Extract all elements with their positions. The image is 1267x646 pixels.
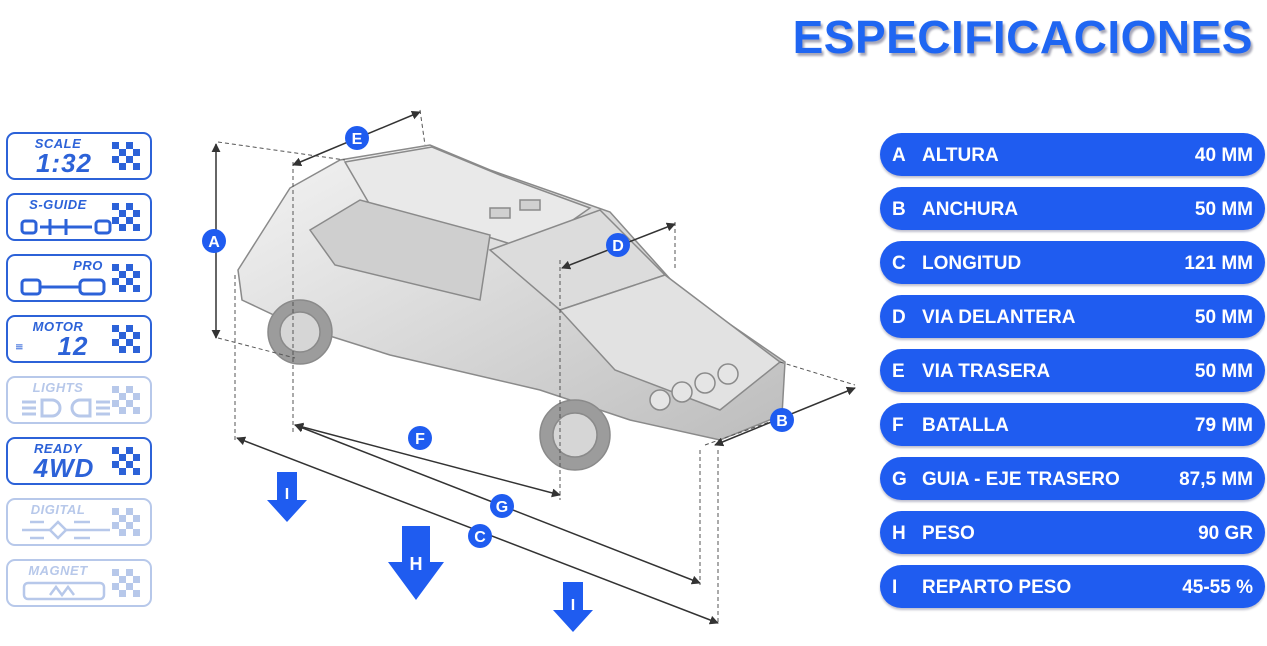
spec-letter: G: [892, 469, 907, 490]
badge-motor: MOTOR 12: [6, 315, 152, 363]
marker-g: G: [490, 494, 514, 518]
svg-text:B: B: [776, 413, 788, 430]
spec-row-a: A ALTURA 40 MM: [880, 133, 1265, 176]
spec-value: 121 MM: [1184, 253, 1253, 274]
spec-value: 90 GR: [1198, 523, 1253, 544]
badge-s-guide: S-GUIDE: [6, 193, 152, 241]
badge-label: DIGITAL: [30, 502, 86, 517]
spec-letter: C: [892, 253, 906, 274]
motor-pro-icon: [20, 278, 106, 296]
badge-label: LIGHTS: [32, 380, 84, 395]
spec-label: GUIA - EJE TRASERO: [922, 469, 1120, 490]
spec-row-b: B ANCHURA 50 MM: [880, 187, 1265, 230]
marker-a: A: [202, 229, 226, 253]
spec-letter: I: [892, 577, 898, 598]
page-title: ESPECIFICACIONES: [792, 11, 1253, 63]
spec-label: LONGITUD: [922, 253, 1022, 274]
spec-value: 87,5 MM: [1179, 469, 1253, 490]
badge-label: S-GUIDE: [29, 197, 87, 212]
spec-row-f: F BATALLA 79 MM: [880, 403, 1265, 446]
marker-f: F: [408, 426, 432, 450]
badge-digital: DIGITAL: [6, 498, 152, 546]
badge-label: SCALE: [34, 136, 82, 151]
spec-label: ANCHURA: [922, 199, 1019, 220]
svg-text:D: D: [612, 238, 624, 255]
badge-magnet: MAGNET: [6, 559, 152, 607]
checkered-flag-icon: [112, 203, 140, 231]
svg-text:H: H: [410, 554, 423, 574]
car-illustration: [237, 144, 786, 471]
spec-list: A ALTURA 40 MM B ANCHURA 50 MM C LONGITUD 121 …: [880, 133, 1265, 619]
svg-text:I: I: [571, 597, 575, 614]
spec-value: 50 MM: [1194, 361, 1253, 382]
svg-text:F: F: [415, 431, 425, 448]
badge-scale: SCALE 1:32: [6, 132, 152, 180]
spec-label: PESO: [922, 523, 975, 544]
digital-icon: [22, 520, 110, 540]
svg-text:C: C: [474, 529, 486, 546]
motor-icon: [16, 344, 23, 350]
spec-label: VIA TRASERA: [922, 361, 1051, 382]
badge-label: PRO: [73, 258, 103, 273]
checkered-flag-icon: [112, 508, 140, 536]
spec-row-g: G GUIA - EJE TRASERO 87,5 MM: [880, 457, 1265, 500]
spec-value: 40 MM: [1194, 145, 1253, 166]
badge-lights: LIGHTS: [6, 376, 152, 424]
checkered-flag-icon: [112, 569, 140, 597]
badge-value: 4WD: [33, 453, 95, 483]
spec-value: 45-55 %: [1182, 577, 1253, 598]
spec-row-e: E VIA TRASERA 50 MM: [880, 349, 1265, 392]
badge-label: READY: [33, 441, 82, 456]
spec-letter: H: [892, 523, 906, 544]
arrow-h: H: [388, 526, 444, 600]
spec-label: REPARTO PESO: [922, 577, 1072, 598]
spec-row-c: C LONGITUD 121 MM: [880, 241, 1265, 284]
marker-d: D: [606, 233, 630, 257]
svg-text:E: E: [352, 131, 363, 148]
lights-icon: [22, 398, 110, 418]
checkered-flag-icon: [112, 325, 140, 353]
badge-ready-4wd: READY 4WD: [6, 437, 152, 485]
svg-text:I: I: [285, 486, 289, 503]
badge-value: 12: [57, 331, 89, 361]
spec-letter: A: [892, 145, 906, 166]
badge-pro: PRO: [6, 254, 152, 302]
spec-label: ALTURA: [922, 145, 999, 166]
marker-e: E: [345, 126, 369, 150]
checkered-flag-icon: [112, 386, 140, 414]
arrow-i-right: I: [553, 582, 593, 632]
svg-text:A: A: [208, 234, 220, 251]
svg-text:G: G: [496, 499, 508, 516]
spec-value: 79 MM: [1194, 415, 1253, 436]
magnet-icon: [22, 581, 106, 601]
badge-value: 1:32: [35, 148, 93, 178]
checkered-flag-icon: [112, 264, 140, 292]
badge-label: MOTOR: [32, 319, 84, 334]
spec-letter: E: [892, 361, 905, 382]
spec-row-i: I REPARTO PESO 45-55 %: [880, 565, 1265, 608]
spec-value: 50 MM: [1194, 199, 1253, 220]
spec-row-h: H PESO 90 GR: [880, 511, 1265, 554]
feature-badges: SCALE 1:32 S-GUIDE PRO MOTOR 12 LIGHTS R…: [6, 132, 156, 620]
checkered-flag-icon: [112, 142, 140, 170]
spec-label: VIA DELANTERA: [922, 307, 1076, 328]
spec-row-d: D VIA DELANTERA 50 MM: [880, 295, 1265, 338]
spec-letter: B: [892, 199, 906, 220]
marker-b: B: [770, 408, 794, 432]
guide-icon: [20, 219, 112, 235]
spec-letter: D: [892, 307, 906, 328]
dimension-markers: A E D B F G C: [202, 126, 794, 548]
spec-value: 50 MM: [1194, 307, 1253, 328]
spec-label: BATALLA: [922, 415, 1009, 436]
arrow-i-left: I: [267, 472, 307, 522]
weight-arrows: I H I: [267, 472, 593, 632]
car-dimension-diagram: A E D B F G C I H I: [202, 109, 856, 632]
marker-c: C: [468, 524, 492, 548]
spec-letter: F: [892, 415, 904, 436]
badge-label: MAGNET: [28, 563, 88, 578]
checkered-flag-icon: [112, 447, 140, 475]
